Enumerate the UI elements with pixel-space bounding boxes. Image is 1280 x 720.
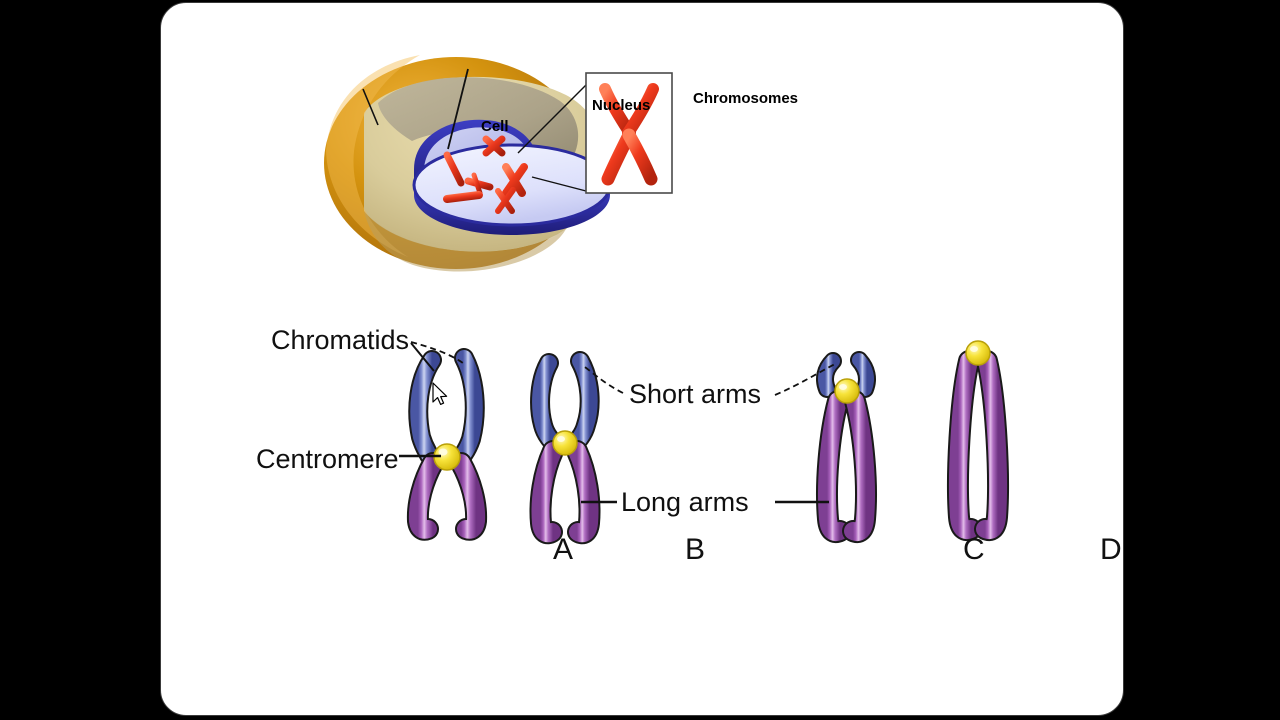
slide-card: Cell Nucleus Chromosomes [160, 2, 1124, 716]
leader-line-nucleus [447, 68, 469, 150]
inset-chromosome [599, 83, 659, 186]
chromosome-letter-b: B [685, 533, 706, 566]
leader-line-cell [362, 88, 379, 126]
centromere-b [552, 430, 578, 456]
chromosome-letter-d: D [1100, 533, 1122, 566]
nucleus-chromosome [482, 135, 506, 157]
nucleus-chromosome [443, 191, 483, 203]
cell-illustration [324, 55, 673, 272]
centromere-label: Centromere [256, 444, 399, 474]
leader-line-short-arms-c [774, 362, 838, 396]
nucleus-chromosome [495, 187, 516, 214]
chromosome-letter-c: C [963, 533, 985, 566]
leader-line-chromatids-right [410, 341, 464, 364]
chromosome-b [529, 351, 601, 545]
cell-diagram: Cell Nucleus Chromosomes [316, 43, 836, 288]
chromosome-types-diagram: Chromatids Centromere Short arms Long ar… [251, 313, 1122, 583]
chromosomes-label: Chromosomes [693, 90, 799, 107]
leader-line-chromosomes-a [517, 84, 587, 154]
nucleus-chromosome [464, 172, 494, 196]
cell-label: Cell [481, 118, 509, 135]
centromere-d [965, 340, 991, 366]
nucleus-label: Nucleus [592, 97, 651, 114]
short-arms-label: Short arms [629, 379, 762, 409]
chromosome-letter-a: A [553, 533, 574, 566]
chromatids-label: Chromatids [271, 325, 410, 355]
long-arms-label: Long arms [621, 487, 749, 517]
centromere-c [834, 378, 860, 404]
leader-line-short-arms-b [581, 364, 624, 394]
nucleus-chromosome-highlighted [502, 163, 528, 197]
chromosomes-inset-box [585, 72, 673, 194]
chromosome-illustration [399, 340, 1009, 545]
leader-line-chromatids-left [410, 342, 435, 372]
chromosome-c [816, 351, 877, 544]
nucleus-group [412, 119, 612, 235]
chromosome-a [406, 348, 488, 541]
chromosome-d [947, 340, 1009, 542]
leader-line-chromosomes-b [531, 176, 587, 192]
nucleus-chromosome [443, 151, 465, 187]
